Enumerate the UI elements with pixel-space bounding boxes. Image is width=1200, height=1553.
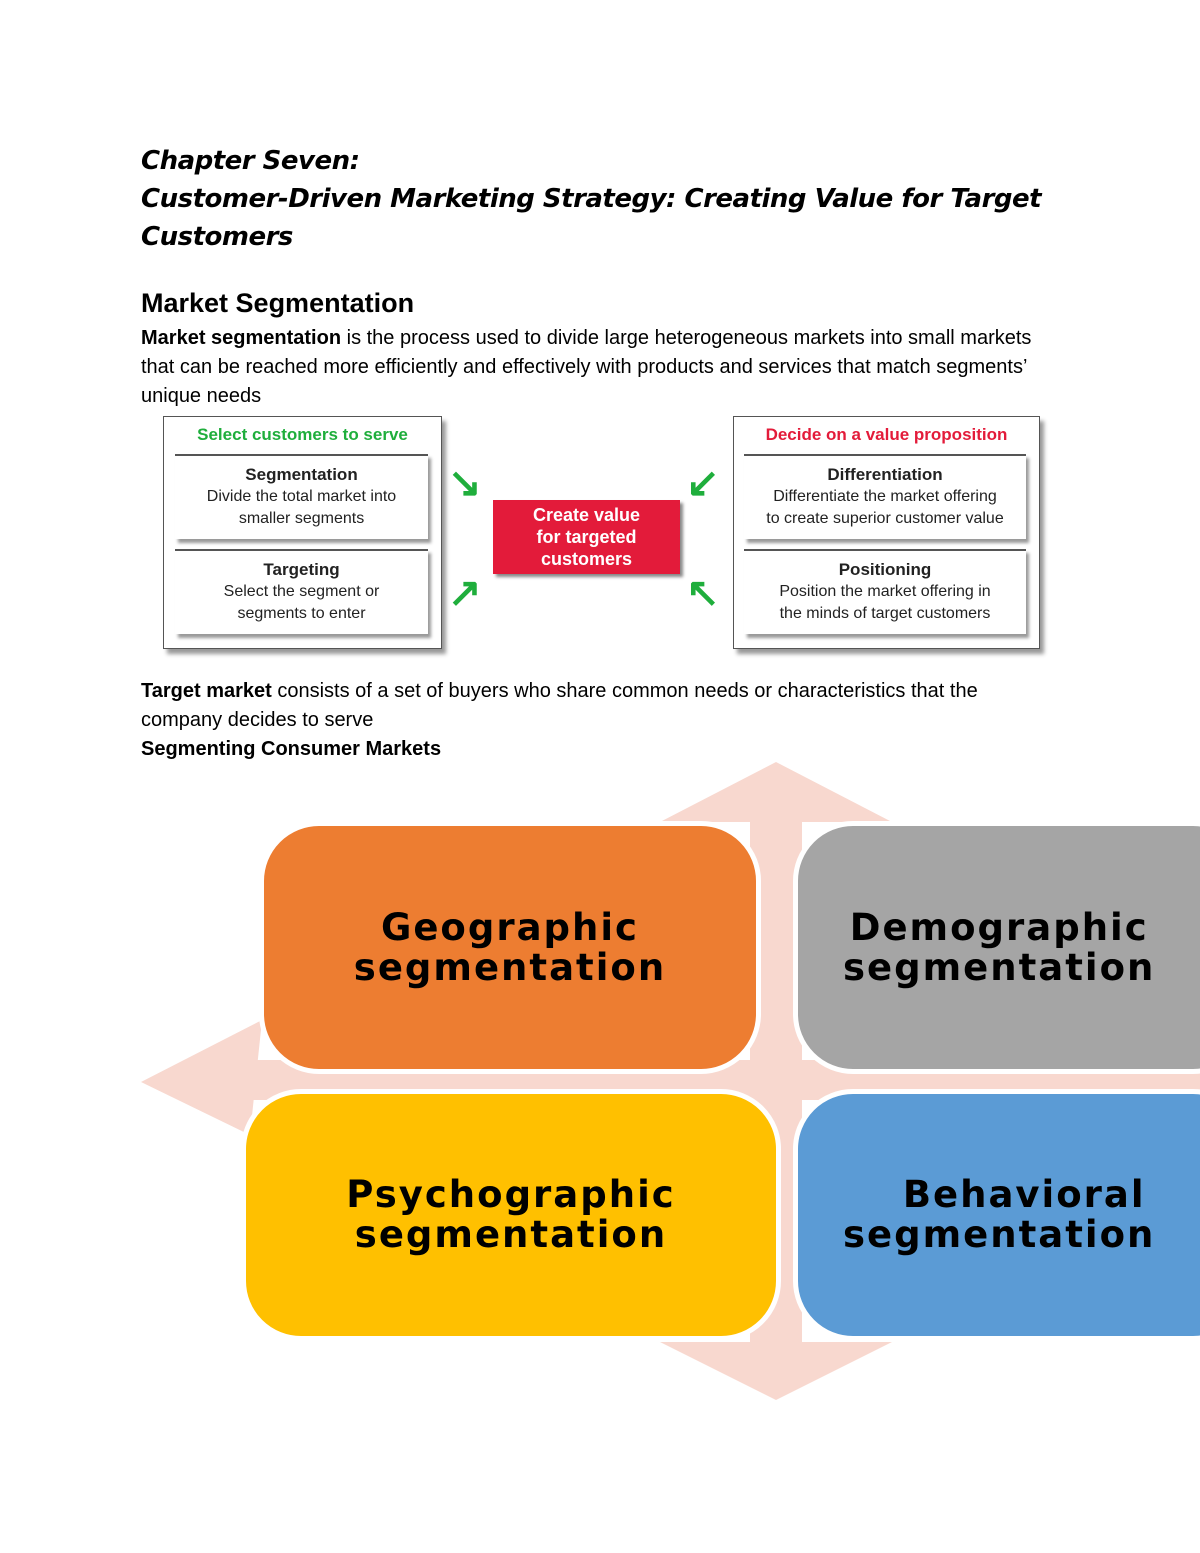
section-heading: Market Segmentation xyxy=(141,288,415,318)
box-text: Divide the total market into xyxy=(206,488,397,505)
chapter-subtitle-line2: Customers xyxy=(141,222,293,252)
box-title: Segmentation xyxy=(245,465,358,484)
target-market-paragraph: Target market consists of a set of buyer… xyxy=(141,677,1051,735)
arrow-up-left-icon: ↖ xyxy=(686,571,720,615)
arrow-up-right-icon: ↗ xyxy=(448,571,482,615)
select-customers-panel: Select customers to serve Segmentation D… xyxy=(163,416,442,649)
target-market-text: consists of a set of buyers who share co… xyxy=(141,680,978,731)
definition-paragraph: Market segmentation is the process used … xyxy=(141,324,1061,411)
box-text: segments to enter xyxy=(237,605,366,622)
select-customers-header: Select customers to serve xyxy=(197,425,408,444)
box-text: Differentiate the market offering xyxy=(773,488,997,505)
box-text: to create superior customer value xyxy=(766,510,1004,527)
positioning-box: Positioning Position the market offering… xyxy=(744,549,1026,634)
segmentation-box: Segmentation Divide the total market int… xyxy=(175,454,428,539)
subheading: Segmenting Consumer Markets xyxy=(141,738,442,760)
arrow-down-left-icon: ↙ xyxy=(686,461,720,505)
quadrant-label: segmentation xyxy=(843,945,1156,989)
arrow-down-right-icon: ↘ xyxy=(448,461,482,505)
quadrant-label: segmentation xyxy=(353,945,667,989)
arrow-left-shape xyxy=(141,1020,262,1135)
box-text: Select the segment or xyxy=(223,583,380,600)
quadrant-label: Geographic xyxy=(380,905,639,949)
center-text: customers xyxy=(540,549,633,569)
definition-term: Market segmentation xyxy=(141,327,342,349)
arrow-up-shape xyxy=(660,762,892,822)
quadrant-label: segmentation xyxy=(843,1213,1156,1256)
differentiation-box: Differentiation Differentiate the market… xyxy=(744,454,1026,539)
chapter-title: Chapter Seven: xyxy=(141,146,360,176)
box-text: Position the market offering in xyxy=(779,583,991,600)
box-title: Positioning xyxy=(838,560,932,579)
value-proposition-header: Decide on a value proposition xyxy=(765,425,1008,444)
quadrant-label: Psychographic xyxy=(346,1173,676,1216)
center-text: for targeted xyxy=(536,527,637,547)
box-title: Differentiation xyxy=(827,465,943,484)
box-title: Targeting xyxy=(263,560,340,579)
box-text: smaller segments xyxy=(238,510,365,527)
definition-text: is the process used to divide large hete… xyxy=(141,327,1032,407)
quadrant-label: Behavioral xyxy=(902,1173,1146,1216)
chapter-subtitle-line1: Customer-Driven Marketing Strategy: Crea… xyxy=(141,184,1042,214)
quadrant-label: Demographic xyxy=(849,905,1149,949)
target-market-term: Target market xyxy=(141,680,272,702)
targeting-box: Targeting Select the segment or segments… xyxy=(175,549,428,634)
box-text: the minds of target customers xyxy=(779,605,991,622)
quadrant-label: segmentation xyxy=(354,1213,668,1256)
value-proposition-panel: Decide on a value proposition Differenti… xyxy=(733,416,1040,649)
center-text: Create value xyxy=(532,505,641,525)
arrow-down-shape xyxy=(660,1342,892,1400)
